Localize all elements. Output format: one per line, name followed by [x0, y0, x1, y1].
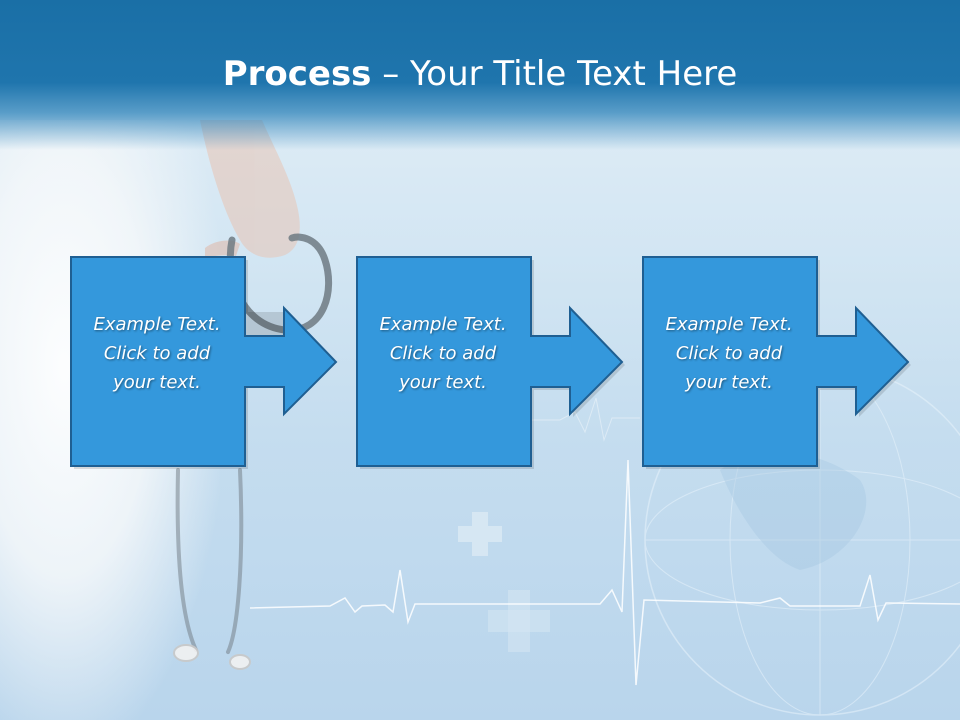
process-step-2[interactable]: Example Text. Click to add your text. [356, 256, 626, 469]
step-text-line: Example Text. [665, 314, 793, 335]
title-rest-text: – Your Title Text Here [371, 54, 738, 94]
process-step-3[interactable]: Example Text. Click to add your text. [642, 256, 912, 469]
step-text-line: Example Text. [379, 314, 507, 335]
heartbeat-line-faint-icon [360, 397, 640, 442]
step-text-line: Click to add [103, 343, 211, 364]
heartbeat-line-icon [249, 459, 960, 686]
process-step-1[interactable]: Example Text. Click to add your text. [70, 256, 340, 469]
step-text-line: Click to add [675, 343, 783, 364]
step-text-line: your text. [113, 372, 201, 393]
title-strong-text: Process [222, 54, 372, 94]
step-text-line: Click to add [389, 343, 497, 364]
step-text[interactable]: Example Text. Click to add your text. [356, 310, 530, 397]
right-arrow-icon [356, 256, 625, 469]
step-text[interactable]: Example Text. Click to add your text. [70, 310, 244, 397]
right-arrow-icon [70, 256, 338, 469]
title-bar [0, 0, 960, 150]
slide-title[interactable]: Process – Your Title Text Here [0, 52, 960, 96]
step-text-line: Example Text. [93, 314, 221, 335]
medical-cross-icon [458, 512, 550, 652]
step-text-line: your text. [399, 372, 487, 393]
right-arrow-icon [642, 256, 911, 469]
step-text-line: your text. [685, 372, 773, 393]
step-text[interactable]: Example Text. Click to add your text. [642, 310, 816, 397]
